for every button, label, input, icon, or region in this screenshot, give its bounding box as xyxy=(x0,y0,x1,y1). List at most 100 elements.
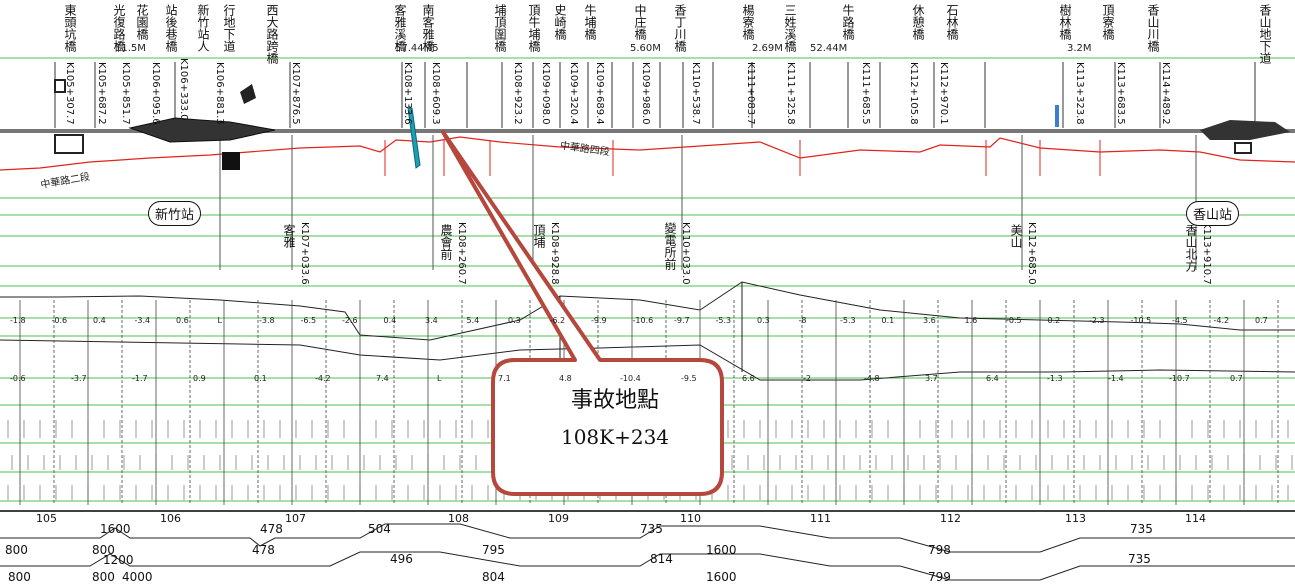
bridge-label-l10: 埔頂圍橋 xyxy=(493,4,507,52)
grade-value: 3.6 xyxy=(923,316,936,325)
grade-value: -1.8 xyxy=(10,316,26,325)
grade-value: 0.1 xyxy=(254,374,267,383)
grade-value: L xyxy=(437,374,442,383)
grade-value: -4.2 xyxy=(1213,316,1230,325)
grade-value: -6.2 xyxy=(549,316,566,325)
bridge-label-l12: 史崎橋 xyxy=(553,4,567,40)
km-axis-label: 113 xyxy=(1065,512,1086,525)
km-code-k8: K108+133.6 xyxy=(402,62,413,125)
grade-value: -10.7 xyxy=(1169,374,1190,383)
accident-callout-bubble xyxy=(441,130,724,496)
km-axis-label: 114 xyxy=(1185,512,1206,525)
crossing-label-m5: 美山 xyxy=(1009,224,1023,248)
km-code-k20: K112+970.1 xyxy=(938,62,949,125)
km-axis-label: 105 xyxy=(36,512,57,525)
crossing-code-m1: K107+033.6 xyxy=(299,222,310,285)
curve-radius-c16: 800 xyxy=(8,570,31,584)
grade-value: -5.3 xyxy=(715,316,732,325)
grade-value: -0.6 xyxy=(10,374,26,383)
grade-value: 1.6 xyxy=(964,316,978,325)
crossing-code-m6: K113+910.7 xyxy=(1201,222,1212,285)
building-shape xyxy=(1234,142,1252,154)
bridge-length-s1: 11.5M xyxy=(115,43,146,54)
grade-value: -2 xyxy=(803,374,811,383)
station-hsinchu: 新竹站 xyxy=(148,201,202,226)
curve-radius-c3: 504 xyxy=(368,522,391,536)
grade-value: 5.4 xyxy=(466,316,480,325)
grade-value: 0.4 xyxy=(93,316,106,325)
station-xiangshan: 香山站 xyxy=(1186,201,1240,226)
grade-value: -10.6 xyxy=(632,316,654,325)
bridge-label-l15: 香丁川橋 xyxy=(673,4,687,52)
grade-value: -4.8 xyxy=(864,374,880,383)
grade-value: -1.3 xyxy=(1047,374,1063,383)
km-code-k16: K111+083.7 xyxy=(745,62,756,125)
crossing-label-m6: 香山北方 xyxy=(1184,224,1198,272)
bridge-label-l1: 東頭坑橋 xyxy=(63,4,77,52)
grade-value: -0.6 xyxy=(51,316,68,325)
crossing-code-m4: K110+033.0 xyxy=(680,222,691,285)
curve-radius-c18: 4000 xyxy=(122,570,153,584)
bridge-label-l16: 楊寮橋 xyxy=(741,4,755,40)
curve-radius-c1: 1600 xyxy=(100,522,131,536)
curve-radius-c11: 798 xyxy=(928,543,951,557)
curve-radius-c15: 735 xyxy=(1128,552,1151,566)
curve-radius-c6: 800 xyxy=(5,543,28,557)
km-code-k21: K113+323.8 xyxy=(1074,62,1085,125)
crossing-code-m5: K112+685.0 xyxy=(1026,222,1037,285)
bridge-length-s5: 52.44M xyxy=(810,43,848,54)
bridge-label-l24: 香山地下道 xyxy=(1258,4,1272,64)
km-code-k13: K109+689.4 xyxy=(594,62,605,125)
km-code-k17: K111+325.8 xyxy=(785,62,796,125)
bridge-label-l4: 站後巷橋 xyxy=(164,4,178,52)
bridge-length-s4: 2.69M xyxy=(752,43,783,54)
bridge-label-l11: 頂牛埔橋 xyxy=(527,4,541,52)
grade-value: 0.6 xyxy=(176,316,189,325)
km-code-k18: K111+685.5 xyxy=(860,62,871,125)
building-shape xyxy=(240,84,256,104)
crossing-label-m1: 客雅 xyxy=(282,224,296,248)
bridge-label-l6: 行地下道 xyxy=(222,4,236,52)
bridge-length-s3: 5.60M xyxy=(630,43,661,54)
grade-value: 0.3 xyxy=(508,316,521,325)
grade-value: -3.7 xyxy=(71,374,87,383)
grade-value: 0.9 xyxy=(193,374,206,383)
bridge-label-l7: 西大路跨橋 xyxy=(265,4,279,64)
grade-value: 3.4 xyxy=(425,316,438,325)
grade-value: 0.4 xyxy=(383,316,397,325)
callout-position: 108K+234 xyxy=(560,425,670,449)
grade-value: 0.1 xyxy=(881,316,895,325)
grade-value: -6.5 xyxy=(300,316,317,325)
grade-value: 0.3 xyxy=(757,316,770,325)
curve-radius-c8: 478 xyxy=(252,543,275,557)
grade-value: -1.4 xyxy=(1108,374,1124,383)
curve-radius-c17: 800 xyxy=(92,570,115,584)
grade-value: -10.5 xyxy=(1130,316,1152,325)
km-axis-label: 107 xyxy=(285,512,306,525)
km-code-k5: K106+333.0 xyxy=(178,58,189,121)
km-code-k6: K106+881.3 xyxy=(214,62,225,125)
grade-value: 0.7 xyxy=(1255,316,1268,325)
curve-radius-c19: 804 xyxy=(482,570,505,584)
km-code-k22: K113+683.5 xyxy=(1115,62,1126,125)
bridge-label-l20: 石林橋 xyxy=(945,4,959,40)
km-code-k12: K109+320.4 xyxy=(568,62,579,125)
grade-value: -9.7 xyxy=(674,316,690,325)
station-building-shape xyxy=(128,117,276,143)
road-alignment xyxy=(0,136,1295,171)
curve-radius-c13: 496 xyxy=(390,552,413,566)
grade-value: -5.3 xyxy=(840,316,856,325)
curve-radius-c7: 800 xyxy=(92,543,115,557)
km-code-k14: K109+986.0 xyxy=(640,62,651,125)
crossing-code-m3: K108+928.8 xyxy=(549,222,560,285)
curve-line-upper xyxy=(0,523,1295,553)
bridge-label-l2: 光復路橋 xyxy=(112,4,126,52)
km-code-k11: K109+098.0 xyxy=(540,62,551,125)
curve-line-lower xyxy=(0,551,1295,581)
km-axis-label: 110 xyxy=(680,512,701,525)
km-code-k23: K114+489.2 xyxy=(1160,62,1171,125)
crossing-label-m4: 變電所前 xyxy=(663,222,677,270)
grade-value: -9.5 xyxy=(681,374,697,383)
